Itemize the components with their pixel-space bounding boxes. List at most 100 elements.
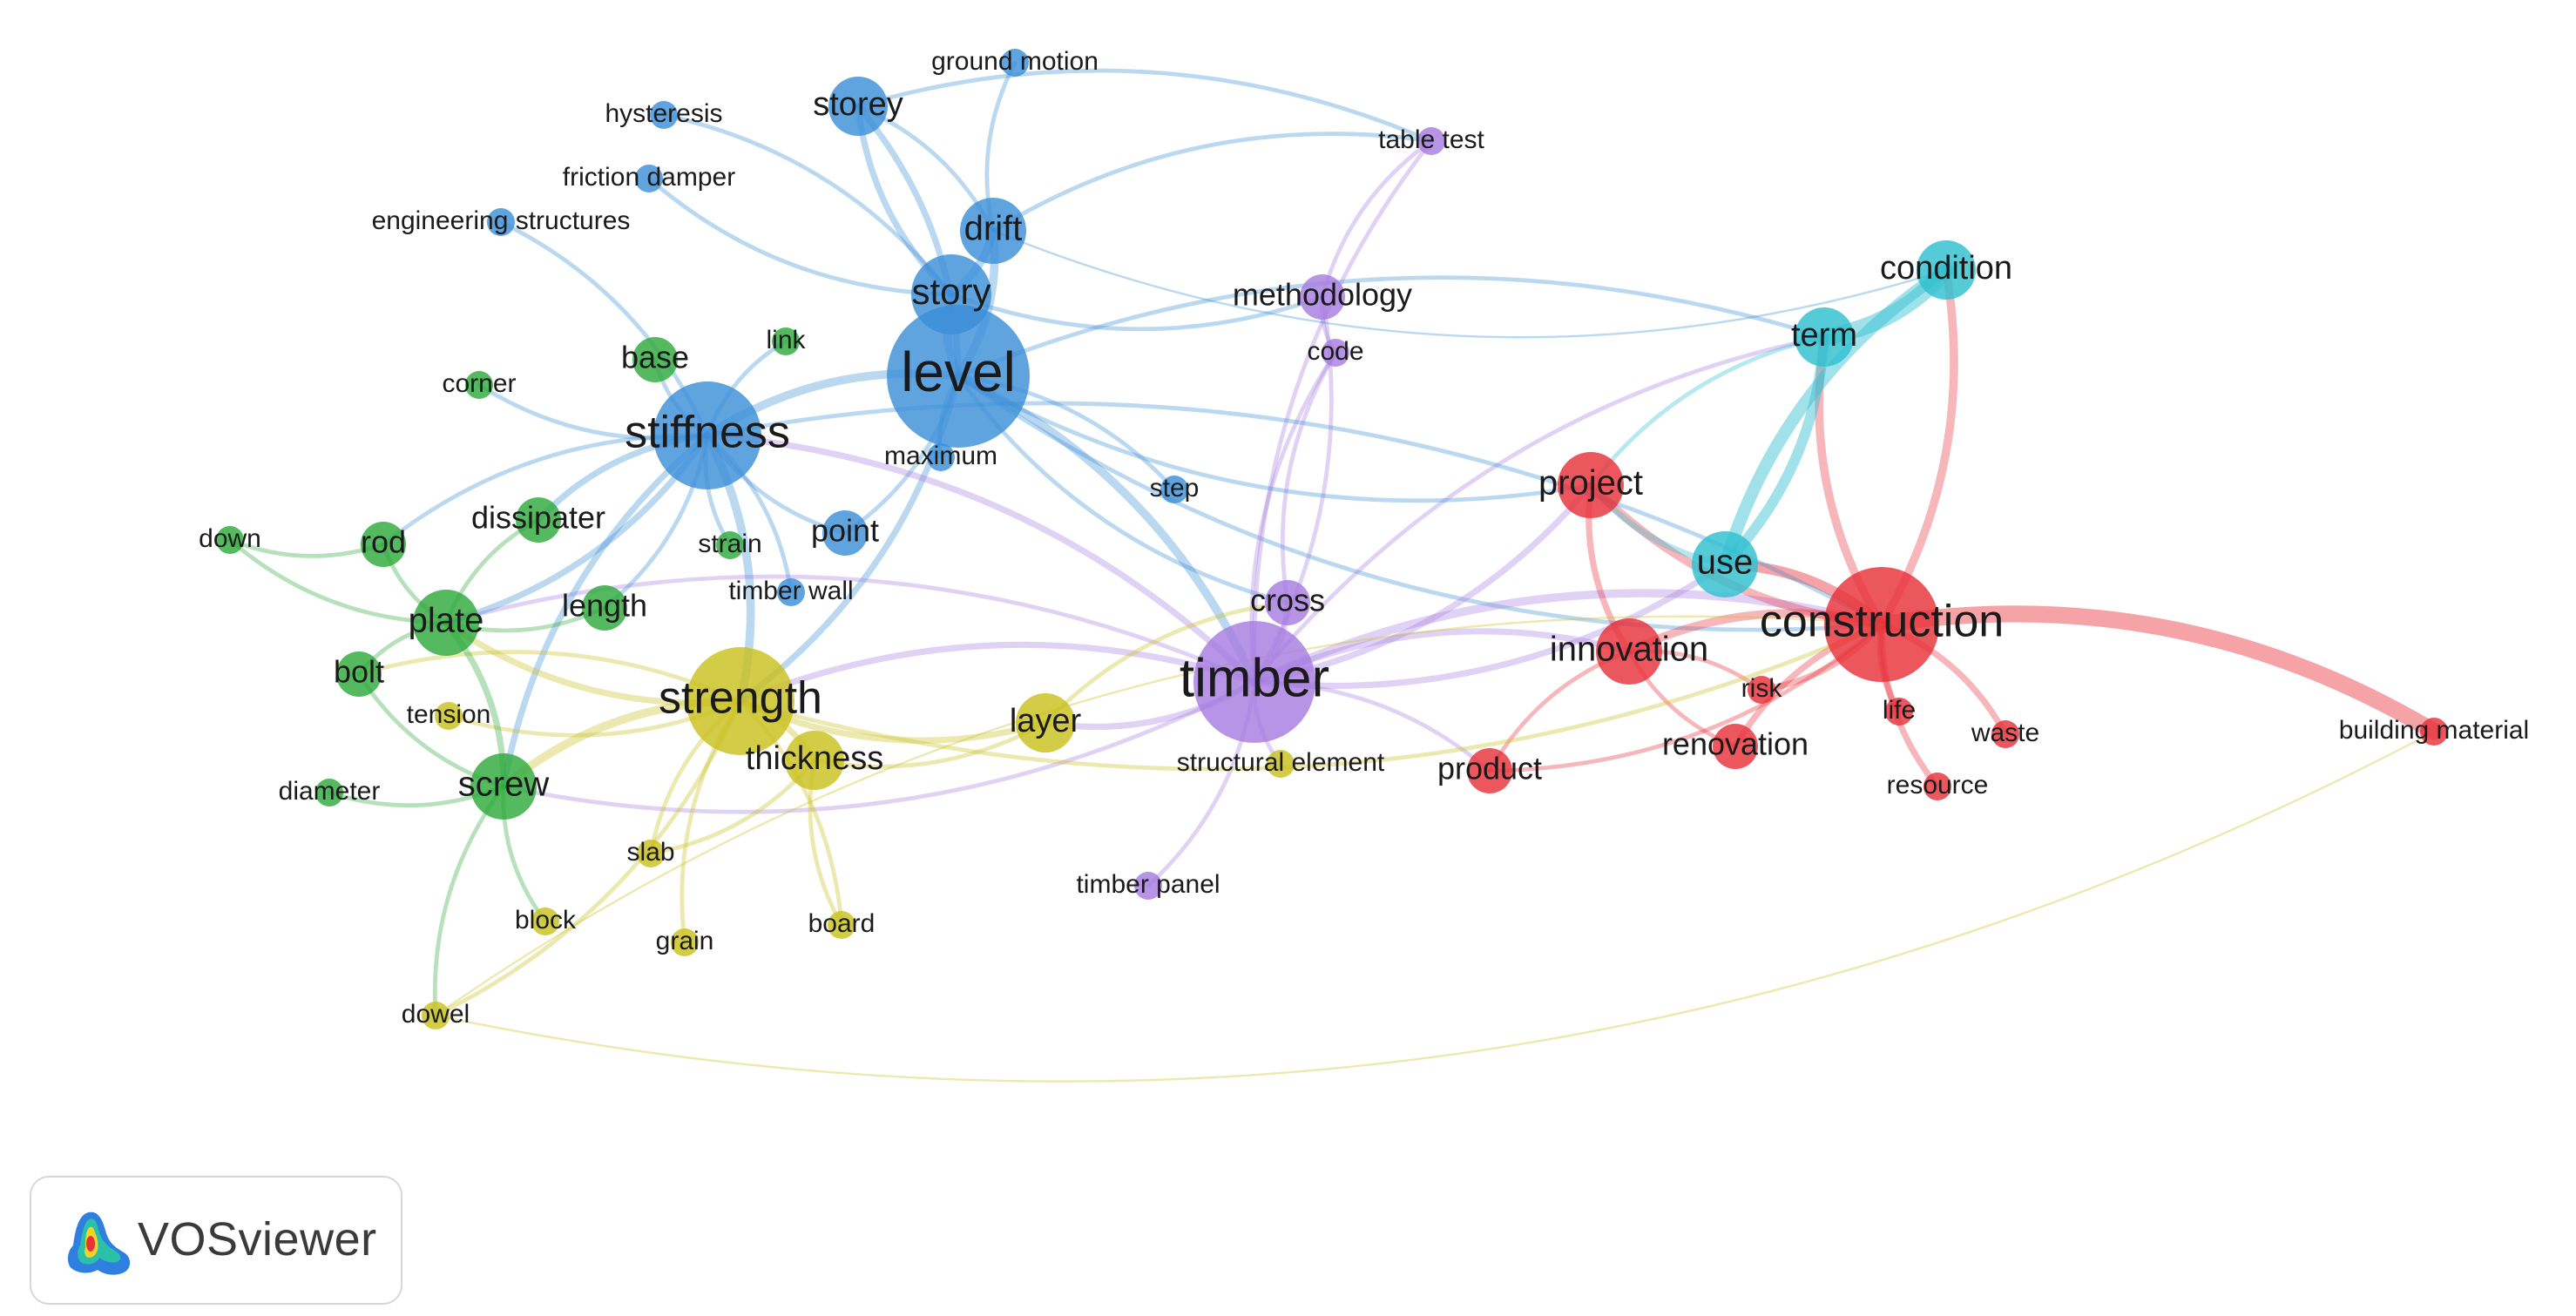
label-drift[interactable]: drift: [964, 210, 1023, 248]
node-renovation[interactable]: [1713, 724, 1758, 769]
node-methodology[interactable]: [1300, 274, 1345, 320]
node-story[interactable]: [911, 254, 991, 334]
label-table-test[interactable]: table test: [1378, 125, 1484, 154]
label-board[interactable]: board: [808, 909, 876, 938]
node-level[interactable]: [887, 305, 1030, 448]
node-plate[interactable]: [413, 590, 479, 656]
node-layer[interactable]: [1016, 693, 1075, 752]
node-life[interactable]: [1885, 698, 1913, 725]
node-length[interactable]: [582, 585, 627, 631]
node-project[interactable]: [1558, 452, 1624, 518]
node-strength[interactable]: [686, 647, 794, 755]
node-construction[interactable]: [1824, 567, 1939, 682]
node-product[interactable]: [1467, 748, 1512, 793]
label-risk[interactable]: risk: [1741, 674, 1783, 703]
node-link[interactable]: [772, 327, 800, 355]
label-condition[interactable]: condition: [1880, 250, 2012, 287]
node-timber[interactable]: [1193, 621, 1315, 743]
node-waste[interactable]: [1991, 720, 2019, 748]
label-strain[interactable]: strain: [698, 530, 761, 558]
label-tension[interactable]: tension: [407, 700, 491, 729]
node-point[interactable]: [822, 510, 868, 556]
label-construction[interactable]: construction: [1760, 597, 2004, 647]
node-building-material[interactable]: [2420, 718, 2448, 746]
label-building-material[interactable]: building material: [2339, 716, 2529, 745]
label-thickness[interactable]: thickness: [746, 740, 883, 777]
label-plate[interactable]: plate: [409, 602, 484, 640]
label-code[interactable]: code: [1307, 337, 1363, 366]
node-term[interactable]: [1795, 307, 1854, 367]
label-resource[interactable]: resource: [1887, 771, 1989, 800]
node-structural-element[interactable]: [1267, 750, 1295, 778]
label-point[interactable]: point: [811, 513, 879, 549]
node-diameter[interactable]: [315, 779, 343, 806]
label-grain[interactable]: grain: [656, 927, 714, 955]
label-level[interactable]: level: [901, 341, 1016, 403]
label-length[interactable]: length: [562, 588, 647, 624]
label-screw[interactable]: screw: [458, 766, 550, 804]
label-innovation[interactable]: innovation: [1550, 631, 1708, 669]
label-link[interactable]: link: [766, 326, 806, 354]
label-engineering-structures[interactable]: engineering structures: [372, 206, 631, 235]
label-waste[interactable]: waste: [1971, 719, 2039, 747]
label-timber-panel[interactable]: timber panel: [1076, 870, 1220, 899]
node-slab[interactable]: [637, 840, 665, 867]
label-timber-wall[interactable]: timber wall: [728, 577, 853, 605]
node-strain[interactable]: [716, 531, 744, 559]
label-dissipater[interactable]: dissipater: [471, 500, 605, 536]
label-strength[interactable]: strength: [659, 673, 822, 724]
label-life[interactable]: life: [1883, 696, 1916, 725]
label-friction-damper[interactable]: friction damper: [563, 163, 735, 192]
node-cross[interactable]: [1265, 580, 1310, 625]
label-maximum[interactable]: maximum: [884, 442, 997, 470]
label-product[interactable]: product: [1437, 751, 1542, 786]
label-methodology[interactable]: methodology: [1233, 277, 1412, 313]
node-screw[interactable]: [470, 753, 537, 820]
label-ground-motion[interactable]: ground motion: [931, 47, 1099, 76]
label-story[interactable]: story: [911, 271, 991, 312]
label-term[interactable]: term: [1791, 317, 1857, 354]
node-base[interactable]: [632, 337, 678, 382]
node-use[interactable]: [1692, 531, 1758, 597]
node-code[interactable]: [1322, 339, 1349, 367]
node-corner[interactable]: [465, 371, 493, 399]
node-table-test[interactable]: [1417, 127, 1445, 155]
label-slab[interactable]: slab: [626, 838, 674, 867]
node-timber-wall[interactable]: [777, 578, 805, 606]
node-tension[interactable]: [435, 702, 463, 730]
node-ground-motion[interactable]: [1001, 49, 1029, 77]
node-resource[interactable]: [1924, 773, 1951, 800]
label-structural-element[interactable]: structural element: [1177, 748, 1385, 777]
node-friction-damper[interactable]: [635, 165, 663, 192]
label-down[interactable]: down: [199, 524, 261, 553]
node-engineering-structures[interactable]: [487, 208, 515, 236]
node-risk[interactable]: [1748, 676, 1775, 704]
node-condition[interactable]: [1917, 240, 1976, 300]
label-step[interactable]: step: [1150, 474, 1200, 503]
label-cross[interactable]: cross: [1250, 583, 1325, 618]
node-innovation[interactable]: [1596, 618, 1662, 685]
label-project[interactable]: project: [1538, 464, 1643, 503]
label-dowel[interactable]: dowel: [402, 1000, 470, 1029]
node-dissipater[interactable]: [516, 497, 561, 543]
label-layer[interactable]: layer: [1010, 703, 1082, 739]
label-storey[interactable]: storey: [813, 86, 903, 123]
node-board[interactable]: [828, 911, 855, 939]
node-block[interactable]: [531, 908, 559, 935]
label-rod[interactable]: rod: [361, 524, 406, 560]
label-corner[interactable]: corner: [442, 369, 516, 398]
node-drift[interactable]: [960, 198, 1026, 264]
node-down[interactable]: [216, 526, 244, 554]
label-timber[interactable]: timber: [1180, 648, 1329, 708]
label-diameter[interactable]: diameter: [279, 777, 381, 806]
label-bolt[interactable]: bolt: [334, 654, 384, 690]
node-maximum[interactable]: [927, 443, 955, 471]
node-bolt[interactable]: [336, 651, 382, 697]
node-dowel[interactable]: [422, 1002, 450, 1029]
node-step[interactable]: [1160, 476, 1188, 503]
label-renovation[interactable]: renovation: [1662, 726, 1809, 762]
node-grain[interactable]: [671, 928, 699, 956]
label-stiffness[interactable]: stiffness: [625, 408, 790, 458]
label-hysteresis[interactable]: hysteresis: [605, 99, 722, 128]
label-block[interactable]: block: [515, 906, 577, 935]
